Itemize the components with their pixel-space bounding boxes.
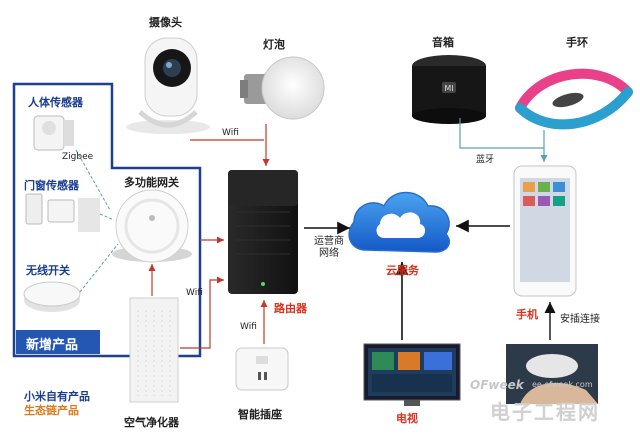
door-sensor-label: 门窗传感器 — [24, 179, 79, 192]
install-connect-label: 安插连接 — [560, 314, 600, 325]
smart-plug-label: 智能插座 — [238, 408, 282, 421]
bluetooth-label: 蓝牙 — [476, 155, 495, 165]
phone-label: 手机 — [516, 308, 538, 321]
band-label: 手环 — [566, 36, 588, 49]
own-products-label: 小米自有产品 — [24, 390, 90, 403]
band-device — [515, 68, 633, 130]
body-sensor-link — [75, 149, 111, 211]
gateway-label: 多功能网关 — [124, 176, 179, 189]
watermark-en: OFweek — [470, 378, 524, 392]
wireless-switch-device — [23, 281, 81, 312]
new-products-badge — [16, 330, 100, 354]
wireless-switch-label: 无线开关 — [26, 264, 70, 277]
router-device — [228, 170, 298, 294]
wifi-plug-label: Wifi — [240, 322, 257, 332]
gateway-device — [112, 189, 192, 263]
purifier-to-router-arrow — [180, 276, 224, 349]
speaker-logo: MI — [444, 84, 453, 93]
wifi-purifier-label: Wifi — [186, 288, 203, 298]
watermark-cn: 电子工程网 — [490, 400, 600, 424]
door-sensor-link — [99, 213, 115, 221]
zigbee-label: Zigbee — [62, 152, 94, 162]
air-purifier-device — [129, 297, 179, 403]
tv-label: 电视 — [396, 412, 418, 425]
router-label: 路由器 — [274, 302, 307, 315]
wifi-camera-label: Wifi — [222, 128, 239, 138]
door-sensor-device — [25, 193, 100, 232]
install-photo — [506, 344, 598, 404]
bulb-label: 灯泡 — [263, 38, 285, 51]
cloud-icon — [348, 191, 450, 253]
switch-link — [79, 243, 119, 293]
new-products-label: 新增产品 — [26, 338, 79, 353]
cloud-label: 云服务 — [386, 264, 419, 277]
carrier-network-label: 运营商 网络 — [314, 236, 344, 259]
body-sensor-label: 人体传感器 — [28, 96, 83, 109]
speaker-device — [412, 55, 486, 124]
camera-device — [126, 37, 210, 134]
air-purifier-label: 空气净化器 — [124, 416, 179, 429]
bulb-device — [240, 56, 325, 120]
tv-device — [363, 343, 461, 406]
phone-device — [513, 165, 577, 297]
body-sensor-device — [33, 115, 74, 151]
eco-products-label: 生态链产品 — [24, 404, 79, 417]
speaker-label: 音箱 — [432, 36, 454, 49]
watermark-url: ee.ofweek.com — [532, 380, 593, 389]
speaker-bluetooth-line — [459, 118, 544, 149]
smart-plug-device — [235, 347, 289, 391]
camera-label: 摄像头 — [149, 16, 182, 29]
new-products-frame — [12, 82, 202, 358]
